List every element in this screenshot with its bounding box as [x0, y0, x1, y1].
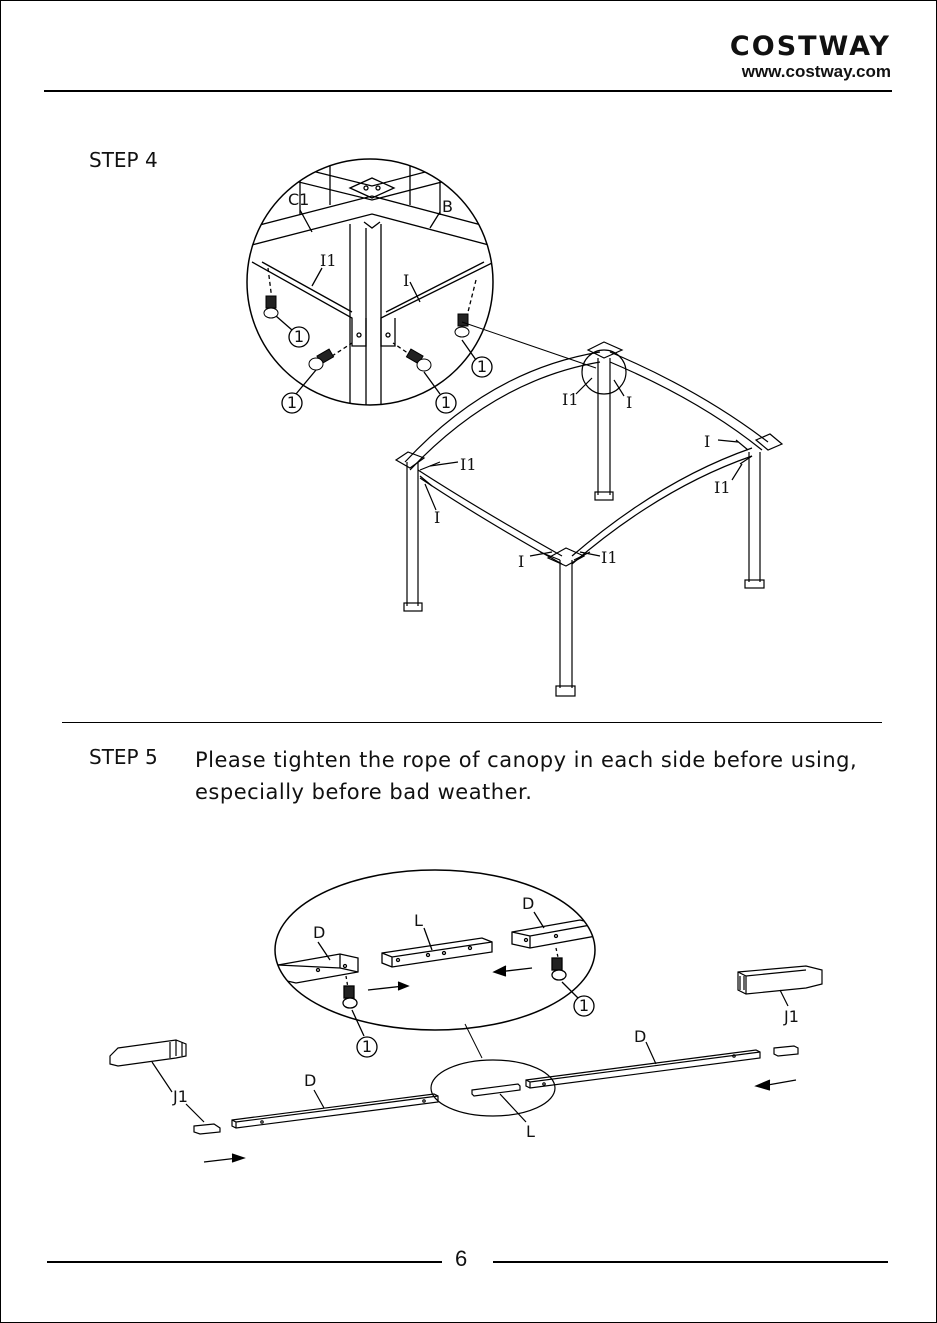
- screw-qty-marker: 1: [579, 996, 589, 1015]
- part-label-i: I: [518, 552, 524, 571]
- part-label-i: I: [626, 393, 632, 412]
- part-label-i: I: [434, 508, 440, 527]
- step4-callout-labels: C1 B I1 I: [288, 190, 453, 290]
- rail-part-labels: J1 D L D J1: [172, 1007, 799, 1141]
- part-label-i1: I1: [714, 478, 731, 497]
- part-label-j1: J1: [783, 1007, 799, 1026]
- callout-label-c1: C1: [288, 190, 309, 209]
- callout-label-d: D: [522, 894, 534, 913]
- step5-detail-callout: [275, 870, 596, 1058]
- part-label-d: D: [304, 1071, 316, 1090]
- part-label-d: D: [634, 1027, 646, 1046]
- part-label-i1: I1: [562, 390, 579, 409]
- callout-label-i1: I1: [320, 251, 337, 270]
- part-label-l: L: [526, 1122, 535, 1141]
- screw-qty-marker: 1: [362, 1037, 372, 1056]
- screw-qty-marker: 1: [287, 393, 297, 412]
- screw-qty-marker: 1: [477, 357, 487, 376]
- callout-label-d: D: [313, 923, 325, 942]
- gazebo-part-labels: I1 I I I1 I1 I I I1: [434, 390, 731, 571]
- step5-callout-labels: D L D: [313, 894, 534, 942]
- part-label-i1: I1: [601, 548, 618, 567]
- screw-qty-marker: 1: [441, 393, 451, 412]
- screw-qty-marker: 1: [294, 327, 304, 346]
- callout-label-l: L: [414, 911, 423, 930]
- rail-assembly-drawing: [110, 966, 822, 1162]
- gazebo-frame-drawing: [396, 342, 782, 696]
- callout-label-b: B: [442, 197, 453, 216]
- part-label-i1: I1: [460, 455, 477, 474]
- part-label-i: I: [704, 432, 710, 451]
- callout-label-i: I: [403, 271, 409, 290]
- part-label-j1: J1: [172, 1087, 188, 1106]
